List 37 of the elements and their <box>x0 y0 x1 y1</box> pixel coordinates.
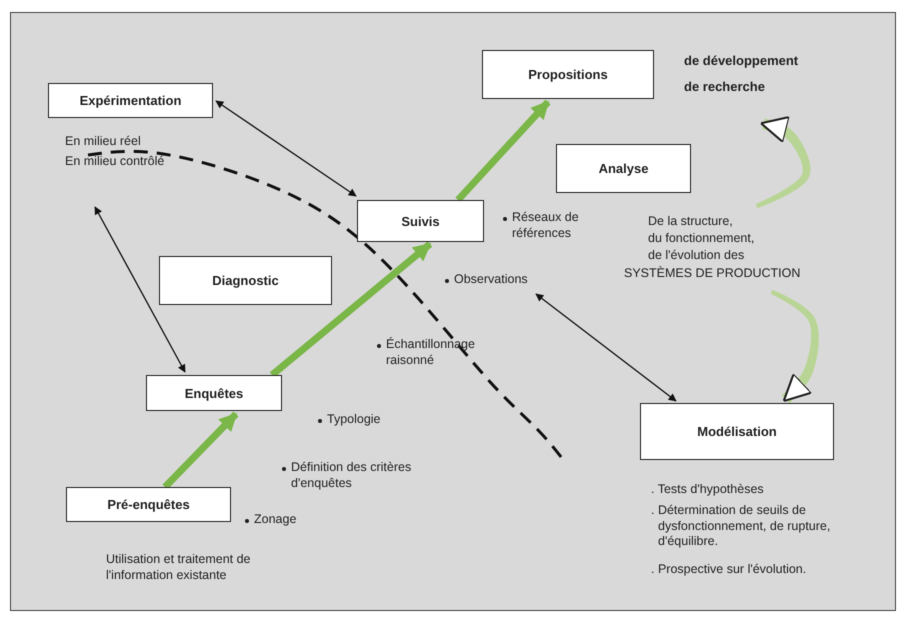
bullet-item: Échantillonnage raisonné <box>377 337 496 368</box>
box-label: Expérimentation <box>80 93 182 108</box>
box-label: Modélisation <box>697 424 777 439</box>
bullet-item: Réseaux de références <box>503 210 592 242</box>
box-label: Analyse <box>598 161 648 176</box>
bullet-item: Typologie <box>318 412 417 428</box>
arrow <box>162 412 238 490</box>
box-label: Diagnostic <box>212 273 279 288</box>
annotation-text: SYSTÈMES DE PRODUCTION <box>624 266 802 282</box>
process-box <box>146 375 282 411</box>
arrow <box>535 293 677 402</box>
annotation-text: En milieu contrôlé <box>65 154 166 170</box>
curved-arrow <box>756 116 811 208</box>
annotation-text: de recherche <box>684 79 766 96</box>
box-label: Propositions <box>528 67 608 82</box>
process-box <box>159 256 332 305</box>
annotation-text: . Détermination de seuils de dysfonctionnement, de rupture, d'équilibre. <box>651 503 832 550</box>
arrow <box>94 206 186 373</box>
arrow <box>455 100 551 202</box>
box-label: Suivis <box>401 214 440 228</box>
arrow <box>270 241 432 378</box>
annotation-text: . Prospective sur l'évolution. <box>651 562 808 578</box>
arrow <box>215 100 357 197</box>
box-label: Enquêtes <box>184 386 244 400</box>
box-label: Pré-enquêtes <box>107 497 190 512</box>
annotation-text: De la structure, <box>648 214 734 230</box>
bullet-item: Zonage <box>245 512 324 528</box>
annotation-text: Utilisation et traitement de l'information existante <box>106 552 252 584</box>
annotation-text: de développement <box>684 53 800 70</box>
annotation-text: de l'évolution des <box>648 248 746 264</box>
bullet-item: Observations <box>445 272 550 290</box>
bullet-item: Définition des critères d'enquêtes <box>282 460 441 492</box>
curved-arrow <box>770 290 819 404</box>
process-box <box>357 200 484 242</box>
annotation-text: En milieu réel <box>65 134 142 150</box>
annotation-text: du fonctionnement, <box>648 231 756 247</box>
annotation-text: . Tests d'hypothèses <box>651 482 765 498</box>
